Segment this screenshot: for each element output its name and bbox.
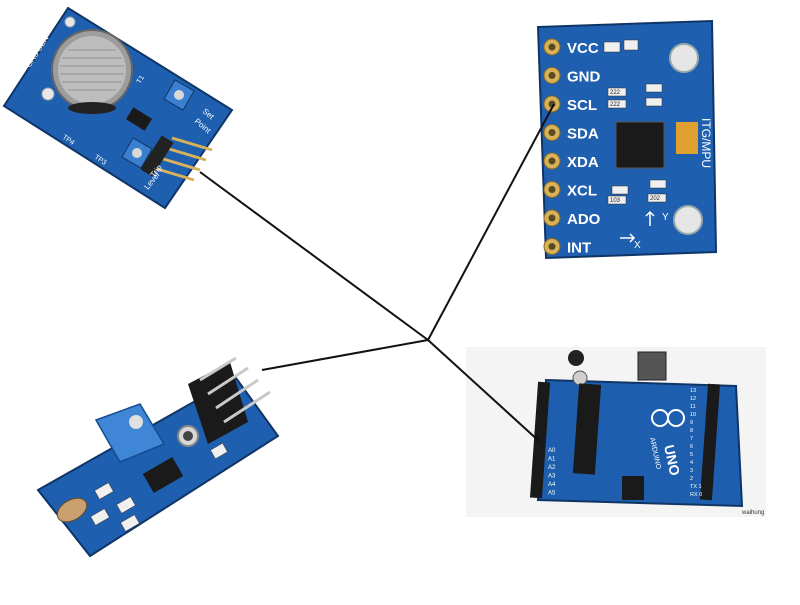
mpu-pin-label: XCL bbox=[567, 183, 597, 200]
arduino-digital-pin-label: 7 bbox=[690, 436, 693, 442]
arduino-digital-pin-label: 4 bbox=[690, 460, 693, 466]
wires bbox=[199, 103, 555, 443]
header-block bbox=[140, 135, 174, 177]
mpu-pin-label: GND bbox=[567, 69, 601, 86]
arduino-digital-labels: 13 12 11 10 9 8 7 6 5 4 3 2 TX 1 RX 0 bbox=[690, 388, 702, 498]
arduino-digital-pin-label: 5 bbox=[690, 452, 693, 458]
mpu-r4-label: 202 bbox=[650, 196, 661, 202]
pot-knob bbox=[129, 415, 143, 429]
mpu-pin-label: VCC bbox=[567, 40, 599, 57]
arduino-analog-pin-label: A1 bbox=[548, 457, 556, 463]
mpu-axis-x-label: X bbox=[634, 240, 641, 251]
arduino-analog-pin-label: A0 bbox=[548, 448, 556, 454]
wire-mpu-scl bbox=[427, 103, 555, 341]
mpu-pin-hole bbox=[548, 157, 556, 165]
mounting-hole-icon bbox=[64, 16, 76, 28]
arduino-analog-pin-label: A2 bbox=[548, 465, 556, 471]
arduino-digital-pin-label: 6 bbox=[690, 444, 693, 450]
mpu-axis-y-label: Y bbox=[662, 212, 669, 223]
arduino-digital-pin-label: 3 bbox=[690, 468, 693, 474]
arduino-model-label: UNO bbox=[661, 443, 683, 477]
mpu-pin-hole bbox=[548, 243, 556, 250]
ldr-module: DO bbox=[36, 356, 280, 558]
capacitor-icon bbox=[676, 122, 698, 154]
arduino-digital-pin-label: 10 bbox=[690, 412, 696, 418]
mpu-pin-label: XDA bbox=[567, 154, 599, 171]
atmega-chip-icon bbox=[572, 383, 602, 475]
gas-sensor-pcb bbox=[2, 6, 234, 210]
arduino-digital-pin-label: 8 bbox=[690, 428, 693, 434]
mpu-module: 222 222 103 202 ITG/MPU Y X VCC GND SCL SDA… bbox=[536, 19, 718, 260]
ldr-header-block bbox=[188, 362, 248, 444]
mpu-pin-list: VCC GND SCL SDA XDA XCL ADO INT bbox=[543, 38, 601, 257]
ldr-pin-label: DO bbox=[174, 392, 185, 402]
arduino-analog-pin-label: A4 bbox=[548, 482, 556, 488]
mpu-r1-label: 222 bbox=[610, 90, 621, 96]
mounting-hole-icon bbox=[669, 43, 699, 73]
sensor-mesh-inner bbox=[58, 36, 126, 104]
mpu-pin-label: SDA bbox=[567, 126, 599, 143]
mounting-hole-icon bbox=[41, 87, 55, 101]
pot-knob bbox=[174, 90, 184, 100]
icsp-header-icon bbox=[622, 476, 644, 500]
mpu-r3-label: 103 bbox=[610, 198, 621, 204]
wire-arduino bbox=[427, 339, 541, 443]
mpu-pin-label: SCL bbox=[567, 97, 597, 114]
mpu-r2-label: 222 bbox=[610, 102, 621, 108]
mpu-pin-hole bbox=[548, 186, 556, 193]
arduino-analog-pin-label: A3 bbox=[548, 474, 556, 480]
capacitor-icon bbox=[572, 370, 588, 386]
arduino-digital-pin-label: 2 bbox=[690, 476, 693, 482]
resistor-r3 bbox=[607, 195, 627, 205]
arduino-digital-pin-label: 13 bbox=[690, 388, 696, 394]
gas-silk-t1: T1 bbox=[136, 74, 146, 85]
ldr-potentiometer-icon bbox=[94, 403, 166, 463]
hole-center bbox=[183, 431, 193, 441]
ldr-header-pins bbox=[199, 356, 271, 424]
capacitor-icon bbox=[568, 350, 584, 366]
mpu-pin-hole bbox=[548, 214, 556, 222]
arduino-digital-pin-label: 12 bbox=[690, 396, 696, 402]
usb-port-icon bbox=[637, 351, 667, 381]
wire-gas-sensor bbox=[199, 171, 429, 341]
arduino-digital-pin-label: RX 0 bbox=[690, 492, 702, 498]
smd-components bbox=[603, 39, 667, 195]
gas-sensor-module: GAS SEN Set Point Trip Level TP4 TP3 T1 bbox=[2, 6, 234, 210]
arduino-digital-pin-label: 9 bbox=[690, 420, 693, 426]
mounting-hole-icon bbox=[673, 205, 703, 235]
mpu-board-label: ITG/MPU bbox=[699, 118, 713, 168]
arduino-digital-pin-label: TX 1 bbox=[690, 484, 702, 490]
resistor-r2 bbox=[607, 99, 627, 109]
wire-ldr bbox=[261, 339, 429, 371]
ldr-sensor-icon bbox=[56, 497, 88, 523]
arduino-digital-pin-label: 11 bbox=[690, 404, 696, 410]
resistor-r4 bbox=[647, 193, 667, 203]
gas-sensor-header-pins bbox=[153, 136, 213, 182]
resistor-r1 bbox=[607, 87, 627, 97]
mpu-chip-icon bbox=[615, 121, 665, 169]
sensor-base bbox=[68, 102, 116, 114]
pot-knob bbox=[132, 148, 142, 158]
ldr-ic-chip-icon bbox=[142, 456, 184, 494]
ic-chip-icon bbox=[125, 107, 153, 131]
axis-arrow-icon bbox=[620, 210, 655, 243]
arduino-logo-icon-b bbox=[667, 409, 685, 427]
mpu-pin-label: INT bbox=[567, 240, 591, 257]
arduino-watermark: waihung bbox=[741, 510, 764, 516]
arduino-analog-pin-label: A5 bbox=[548, 491, 556, 497]
analog-header-icon bbox=[529, 381, 551, 499]
digital-header-icon bbox=[699, 383, 721, 501]
mpu-pin-label: ADO bbox=[567, 211, 601, 228]
mpu-pin-hole bbox=[548, 72, 556, 79]
ldr-smd-components bbox=[90, 442, 228, 532]
mesh-pattern bbox=[60, 49, 124, 91]
mpu-pin-hole bbox=[548, 43, 556, 51]
mpu-pin-hole bbox=[548, 129, 556, 136]
